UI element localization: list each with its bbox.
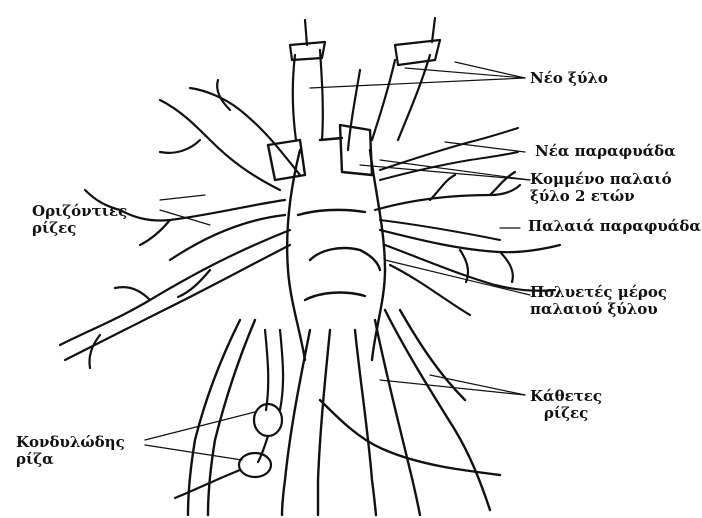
label-vertical-roots-line1: Κάθετες — [530, 388, 602, 405]
leader-lines — [145, 62, 530, 460]
label-perennial-old-wood-line2: παλαιού ξύλου — [530, 301, 667, 318]
label-new-wood-text: Νέο ξύλο — [530, 70, 608, 87]
label-perennial-old-wood-line1: Πολυετές μέρος — [530, 284, 667, 301]
shoots-right — [380, 128, 518, 240]
label-new-shoot-text: Νέα παραφυάδα — [535, 143, 676, 160]
label-cut-old-wood-line1: Κομμένο παλαιό — [530, 171, 672, 188]
label-nodular-root-line2: ρίζα — [16, 451, 125, 468]
label-old-shoot-text: Παλαιά παραφυάδα — [528, 218, 701, 235]
vertical-roots — [188, 310, 500, 515]
label-new-wood: Νέο ξύλο — [530, 70, 608, 87]
label-cut-old-wood-line2: ξύλο 2 ετών — [530, 188, 672, 205]
label-perennial-old-wood: Πολυετές μέρος παλαιού ξύλου — [530, 284, 667, 318]
label-nodular-root: Κονδυλώδης ρίζα — [16, 434, 125, 468]
label-vertical-roots-line2: ρίζες — [530, 405, 602, 422]
label-cut-old-wood: Κομμένο παλαιό ξύλο 2 ετών — [530, 171, 672, 205]
label-horizontal-roots-line2: ρίζες — [32, 220, 127, 237]
label-horizontal-roots: Οριζόντιες ρίζες — [32, 203, 127, 237]
label-horizontal-roots-line1: Οριζόντιες — [32, 203, 127, 220]
main-stock — [268, 125, 385, 360]
label-old-shoot: Παλαιά παραφυάδα — [528, 218, 701, 235]
label-nodular-root-line1: Κονδυλώδης — [16, 434, 125, 451]
label-vertical-roots: Κάθετες ρίζες — [530, 388, 602, 422]
label-new-shoot: Νέα παραφυάδα — [535, 143, 676, 160]
